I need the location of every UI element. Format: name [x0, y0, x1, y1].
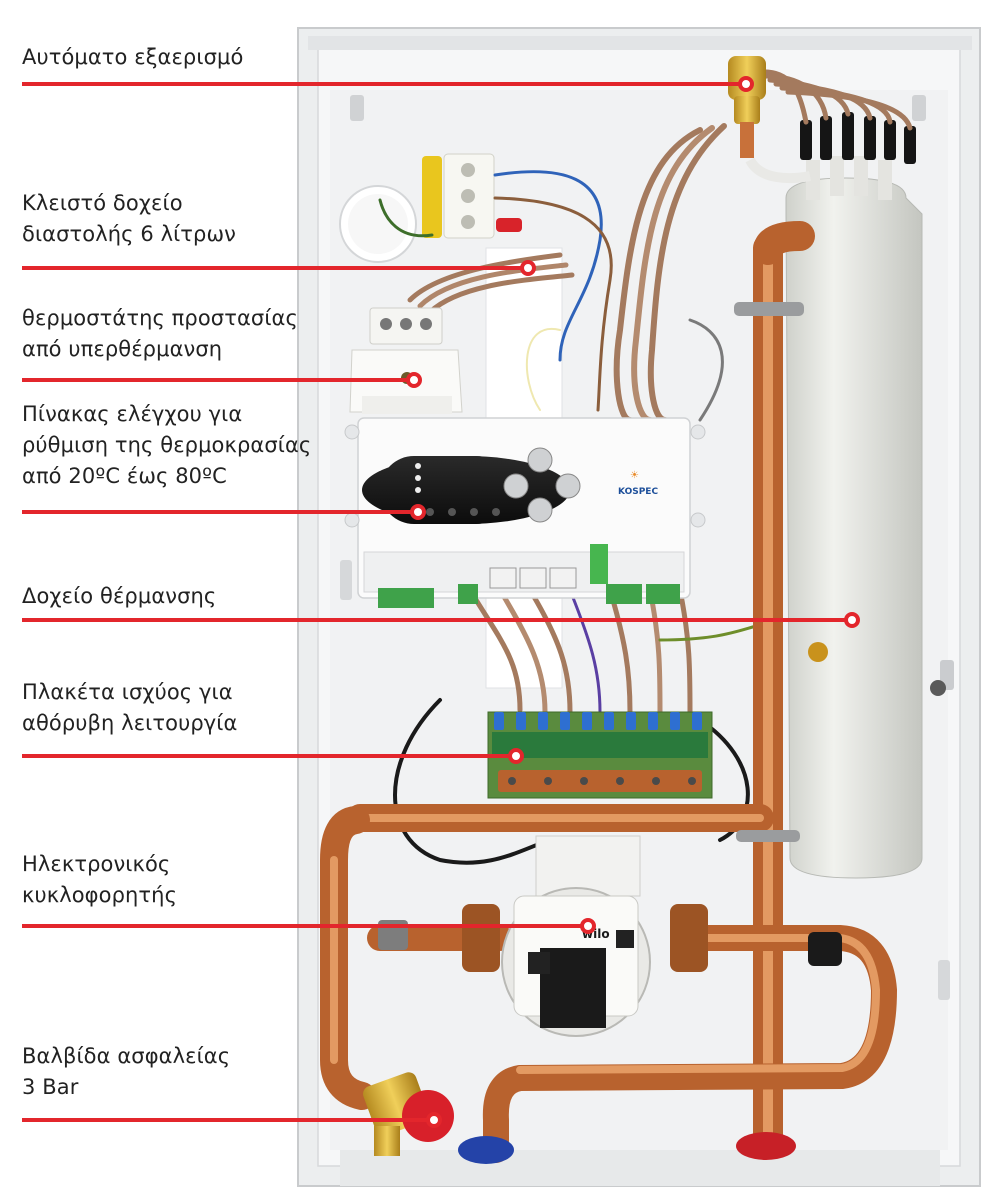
- callout-text: Πλακέτα ισχύος για: [22, 680, 233, 704]
- callout-text: Κλειστό δοχείο: [22, 191, 183, 215]
- callout-text: ρύθμιση της θερμοκρασίας: [22, 433, 312, 457]
- callout-marker-expansion-vessel: [520, 260, 536, 276]
- callout-text: Πίνακας ελέγχου για: [22, 402, 243, 426]
- heater-cables: [757, 69, 913, 131]
- callout-marker-power-board: [508, 748, 524, 764]
- callout-marker-auto-vent: [738, 76, 754, 92]
- callout-text: από 20ºC έως 80ºC: [22, 464, 227, 488]
- callout-label-power-board: Πλακέτα ισχύος για αθόρυβη λειτουργία: [22, 677, 237, 739]
- pipe-clamp: [734, 302, 804, 316]
- callout-label-expansion-vessel: Κλειστό δοχείο διαστολής 6 λίτρων: [22, 188, 236, 250]
- expansion-vessel: [339, 185, 417, 263]
- callout-marker-overheat-thermostat: [406, 372, 422, 388]
- callout-text: Δοχείο θέρμανσης: [22, 584, 217, 608]
- callout-text: κυκλοφορητής: [22, 883, 177, 907]
- callout-marker-heating-vessel: [844, 612, 860, 628]
- callout-label-safety-valve: Βαλβίδα ασφαλείας 3 Bar: [22, 1041, 230, 1103]
- callout-text: Βαλβίδα ασφαλείας: [22, 1044, 231, 1068]
- panel-brand-text: KOSPEC: [618, 487, 658, 497]
- callout-label-circulator: Ηλεκτρονικός κυκλοφορητής: [22, 849, 177, 911]
- callout-text: Αυτόματο εξαερισμό: [22, 45, 244, 69]
- callout-text: 3 Bar: [22, 1075, 79, 1099]
- callout-text: από υπερθέρμανση: [22, 337, 223, 361]
- heating-vessel: [785, 112, 946, 879]
- overheat-thermostat: [349, 307, 463, 414]
- callout-label-auto-vent: Αυτόματο εξαερισμό: [22, 42, 243, 73]
- callout-marker-control-panel: [410, 504, 426, 520]
- callout-label-heating-vessel: Δοχείο θέρμανσης: [22, 581, 216, 612]
- callout-marker-safety-valve: [426, 1112, 442, 1128]
- callout-text: θερμοστάτης προστασίας: [22, 306, 298, 330]
- callout-label-control-panel: Πίνακας ελέγχου για ρύθμιση της θερμοκρασ…: [22, 399, 311, 492]
- callout-lines: [22, 76, 860, 1128]
- power-board: [487, 711, 713, 799]
- pipe-clamp: [736, 830, 800, 842]
- wire-harness: [378, 123, 762, 865]
- terminal-block: [422, 153, 522, 239]
- sensor-connector: [808, 932, 842, 966]
- callout-marker-circulator: [580, 918, 596, 934]
- callout-text: διαστολής 6 λίτρων: [22, 222, 236, 246]
- callout-text: Ηλεκτρονικός: [22, 852, 171, 876]
- callout-text: αθόρυβη λειτουργία: [22, 711, 238, 735]
- callout-label-overheat-thermostat: θερμοστάτης προστασίας από υπερθέρμανση: [22, 303, 298, 365]
- svg-text:☀: ☀: [630, 470, 639, 481]
